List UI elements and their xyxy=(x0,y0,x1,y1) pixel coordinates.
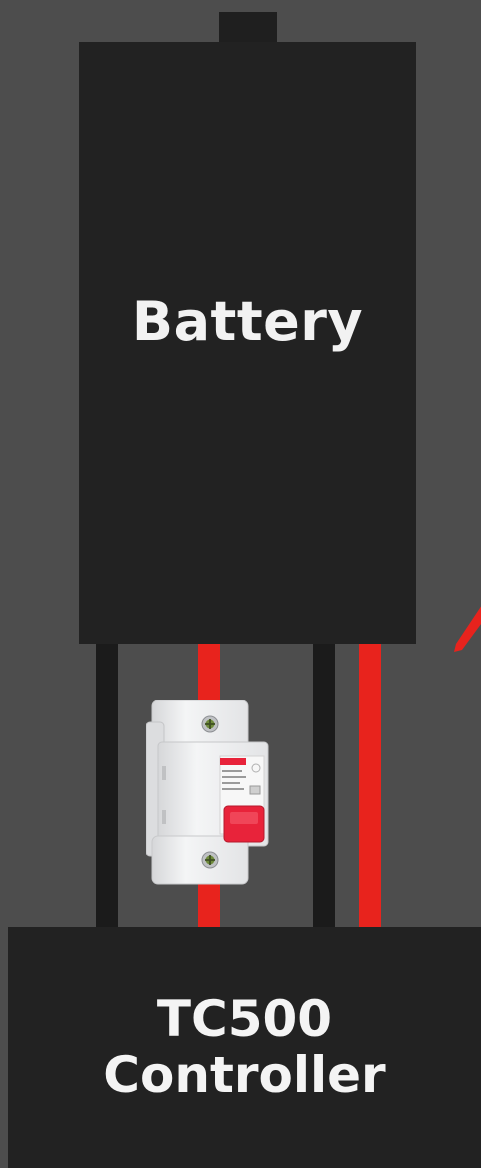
arrow-pointer-icon xyxy=(450,600,481,654)
circuit-breaker-icon xyxy=(146,700,276,886)
battery-label: Battery xyxy=(79,290,416,353)
positive-wire-right xyxy=(359,640,381,930)
battery-terminal xyxy=(219,12,277,46)
negative-wire-right xyxy=(313,605,335,930)
controller-label: TC500 Controller xyxy=(8,991,481,1103)
controller-label-model: TC500 xyxy=(8,991,481,1047)
controller-box: TC500 Controller xyxy=(8,927,481,1168)
battery-box: Battery xyxy=(79,42,416,644)
controller-label-name: Controller xyxy=(8,1047,481,1103)
